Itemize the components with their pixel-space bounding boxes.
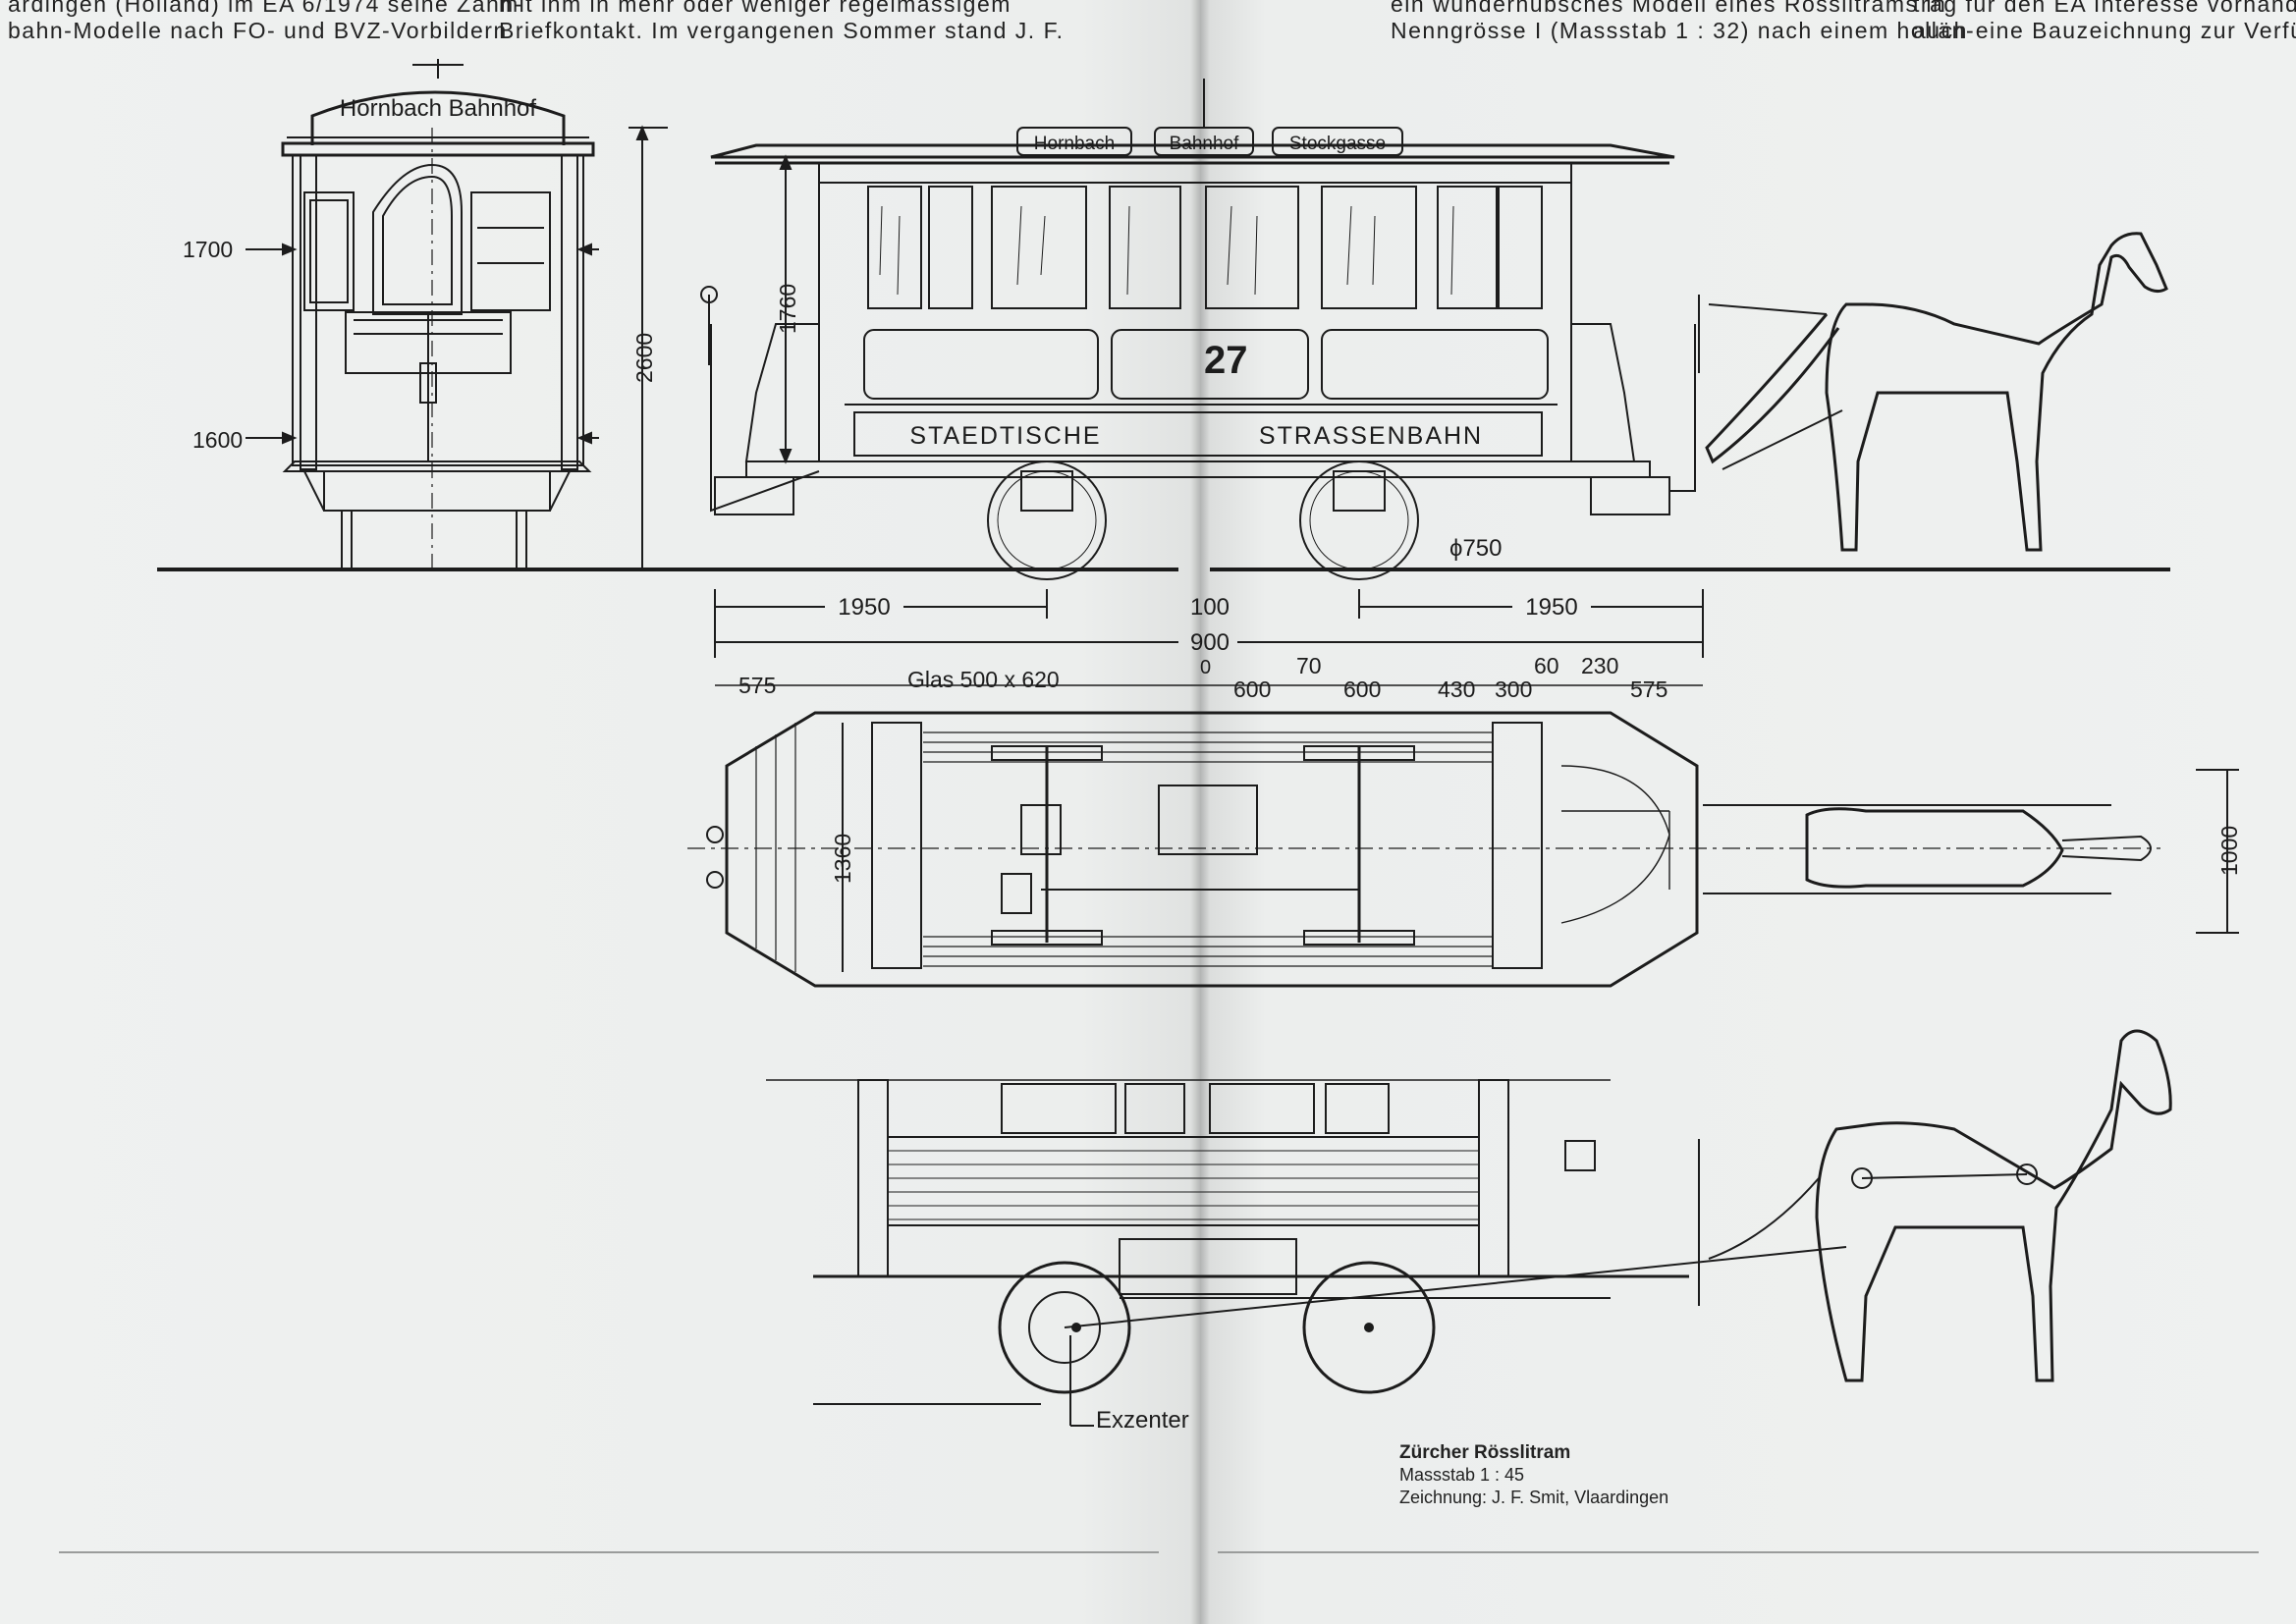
text-line: mit ihm in mehr oder weniger regelmässig… <box>499 0 1011 17</box>
dim-600b: 600 <box>1343 677 1381 702</box>
left-page <box>0 0 1200 1624</box>
dim-230: 230 <box>1581 653 1618 678</box>
text-column-right-1: ein wunderhübsches Modell eines Rösslitr… <box>1391 0 1975 44</box>
text-line: trag für den EA Interesse vorhanden is <box>1913 0 2296 17</box>
page-rule-right <box>1218 1551 2259 1553</box>
side-board-2: Bahnhof <box>1170 134 1240 154</box>
section-view: Exzenter <box>766 1079 1847 1434</box>
caption-scale: Massstab 1 : 45 <box>1399 1465 1525 1485</box>
dim-575-right: 575 <box>1630 677 1667 702</box>
text-line: Nenngrösse I (Massstab 1 : 32) nach eine… <box>1391 18 1976 43</box>
length-dimensions: 1950 100 1950 900 575 Glas 500 x 620 0 6… <box>714 589 1704 702</box>
text-line: Briefkontakt. Im vergangenen Sommer stan… <box>499 18 1065 43</box>
dim-1700: 1700 <box>183 237 233 262</box>
lettering-strassenbahn: STRASSENBAHN <box>1259 422 1483 450</box>
text-line: ein wunderhübsches Modell eines Rösslitr… <box>1391 0 1947 17</box>
dim-300: 300 <box>1495 677 1532 702</box>
height-dimensions: 2600 1760 <box>629 125 800 569</box>
lettering-staedtische: STAEDTISCHE <box>909 422 1101 450</box>
dim-1950-left: 1950 <box>838 594 890 621</box>
dim-1950-right: 1950 <box>1525 594 1577 621</box>
dim-600a: 600 <box>1233 677 1271 702</box>
side-board-1: Hornbach <box>1034 134 1115 154</box>
dim-1600: 1600 <box>192 427 243 453</box>
page-rule-left <box>59 1551 1159 1553</box>
text-line: bahn-Modelle nach FO- und BVZ-Vorbildern <box>8 18 508 43</box>
eccentric-label: Exzenter <box>1096 1407 1189 1434</box>
text-line: ardingen (Holland) im EA 6/1974 seine Za… <box>8 0 523 17</box>
dim-60: 60 <box>1534 653 1559 678</box>
drawing-caption: Zürcher Rösslitram Massstab 1 : 45 Zeich… <box>1399 1441 1668 1509</box>
dim-70: 70 <box>1296 653 1322 678</box>
horse-side-view <box>1705 232 2168 552</box>
side-view: Hornbach Bahnhof Stockgasse 27 STAEDTISC… <box>700 79 1700 580</box>
dim-1760: 1760 <box>775 284 800 334</box>
car-number: 27 <box>1204 339 1248 382</box>
plan-view: 1360 1000 <box>687 711 2242 988</box>
dim-0: 0 <box>1200 657 1211 678</box>
dim-2600: 2600 <box>631 333 657 383</box>
dim-1000: 1000 <box>2216 826 2242 876</box>
front-destination-board: Hornbach Bahnhof <box>340 95 536 122</box>
dim-wheel-diameter: ϕ750 <box>1449 535 1502 562</box>
dim-900: 900 <box>1190 629 1230 656</box>
caption-title: Zürcher Rösslitram <box>1399 1442 1571 1463</box>
book-gutter <box>1190 0 1210 1624</box>
text-column-left-1: ardingen (Holland) im EA 6/1974 seine Za… <box>8 0 523 44</box>
dim-100: 100 <box>1190 594 1230 621</box>
side-board-3: Stockgasse <box>1289 134 1386 154</box>
front-view: Hornbach Bahnhof <box>183 59 599 569</box>
caption-author: Zeichnung: J. F. Smit, Vlaardingen <box>1399 1488 1669 1507</box>
dim-575-left: 575 <box>738 673 776 698</box>
horse-lower-view <box>1708 1029 2172 1382</box>
glass-size-label: Glas 500 x 620 <box>907 667 1060 692</box>
dim-430: 430 <box>1438 677 1475 702</box>
right-page <box>1200 0 2296 1624</box>
text-column-right-2: trag für den EA Interesse vorhanden is a… <box>1913 0 2296 44</box>
text-line: auch eine Bauzeichnung zur Verfügu <box>1913 18 2296 43</box>
text-column-left-2: mit ihm in mehr oder weniger regelmässig… <box>499 0 1064 44</box>
dim-1360: 1360 <box>830 834 855 884</box>
